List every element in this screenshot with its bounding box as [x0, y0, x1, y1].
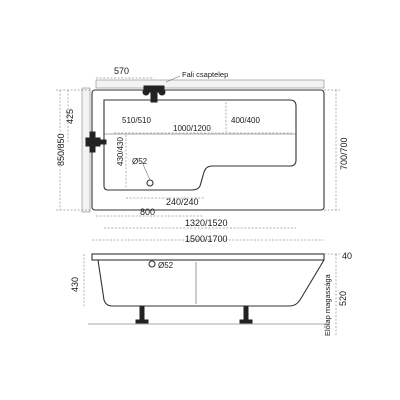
side-rim — [91, 253, 325, 261]
dim-1320: 1320/1520 — [185, 218, 228, 228]
leg-icon — [135, 305, 149, 324]
dim-1000: 1000/1200 — [173, 124, 211, 133]
dim-400: 400/400 — [231, 116, 260, 125]
dim-1500: 1500/1700 — [185, 234, 228, 244]
top-view: Ø52 Fali csaptelep 570 510/510 400/400 1… — [56, 66, 349, 244]
dim-240: 240/240 — [166, 197, 199, 207]
drain-leader — [141, 161, 151, 181]
wall-tap-icon — [142, 85, 166, 103]
back-wall — [95, 79, 325, 89]
side-dim-40: 40 — [342, 251, 352, 261]
tub-inner-basin — [103, 99, 297, 191]
side-view: Ø52 430 40 520 Előlap magassága — [70, 251, 352, 336]
dim-700: 700/700 — [339, 137, 349, 170]
tub-outer-rim — [91, 89, 325, 211]
side-dim-520: 520 — [338, 291, 348, 306]
side-mixer-icon — [85, 131, 107, 153]
leg-icon — [239, 305, 253, 324]
dim-570: 570 — [114, 66, 129, 76]
drain-icon — [146, 179, 154, 187]
side-drain-icon — [148, 260, 156, 268]
dim-430: 430/430 — [116, 137, 125, 166]
dim-425: 425 — [65, 109, 75, 124]
dim-800: 800 — [140, 207, 155, 217]
tap-leader — [165, 75, 181, 83]
left-wall — [81, 87, 91, 213]
tap-label: Fali csaptelep — [182, 70, 228, 79]
top-drain-label: Ø52 — [132, 157, 148, 166]
side-drain-label: Ø52 — [158, 261, 174, 270]
panel-height-label: Előlap magassága — [323, 273, 332, 336]
side-body — [97, 259, 325, 307]
side-dim-430: 430 — [70, 277, 80, 292]
dim-850: 850/850 — [56, 133, 66, 166]
dim-510: 510/510 — [122, 116, 151, 125]
